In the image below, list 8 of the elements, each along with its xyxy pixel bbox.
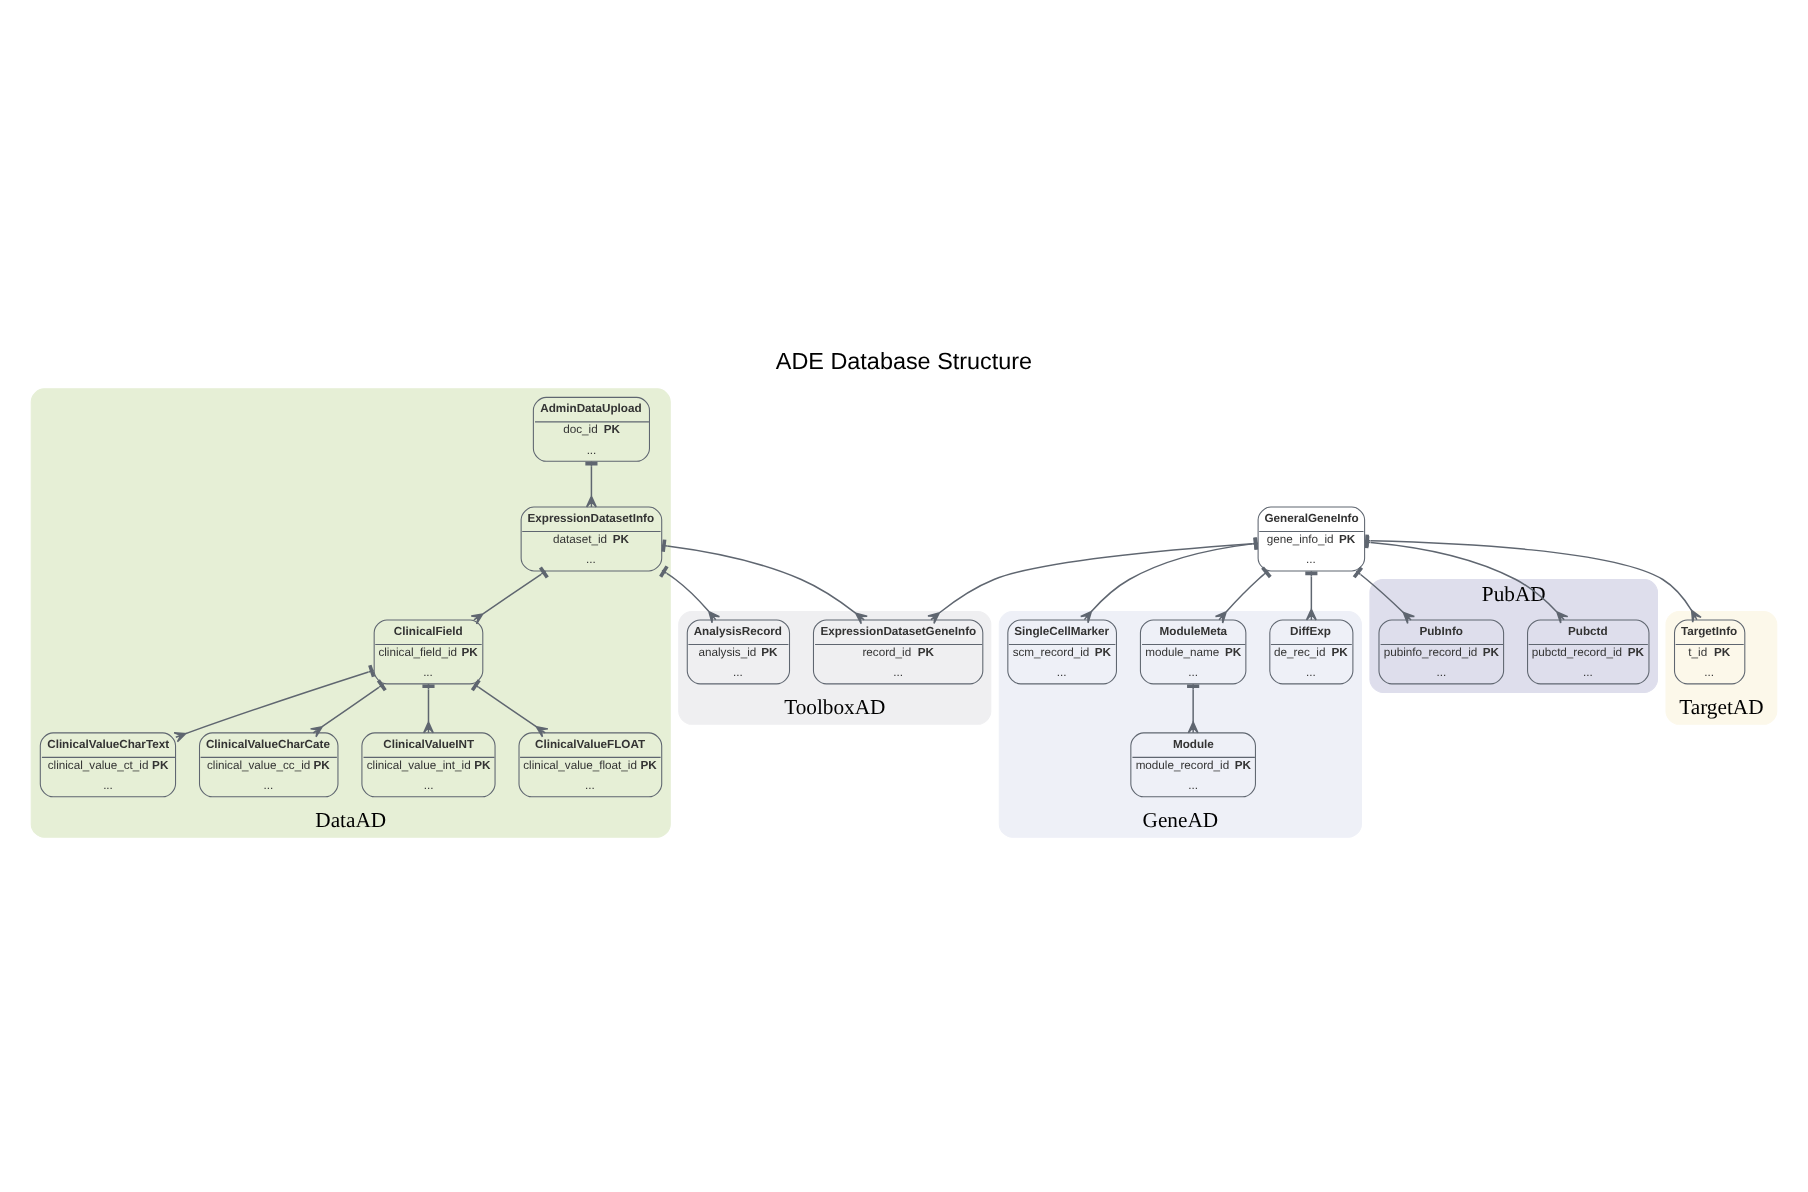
connector (659, 565, 721, 624)
connector (1187, 683, 1200, 734)
connector (309, 679, 387, 738)
diagram-title: ADE Database Structure (775, 349, 1033, 376)
connector (1080, 537, 1259, 624)
connector (470, 566, 549, 625)
connector (1214, 566, 1272, 624)
connector (927, 537, 1259, 625)
